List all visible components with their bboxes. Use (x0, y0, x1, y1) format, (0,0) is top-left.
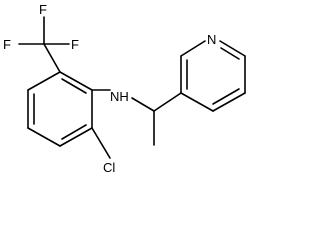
pyr-bond-5 (180, 40, 206, 57)
ring-bond-3 (59, 127, 93, 147)
bond-ch-pyridine (153, 92, 182, 112)
pyr-bond-4 (219, 40, 246, 57)
pyr-bond-2 (212, 92, 246, 112)
pyridine-ring (180, 40, 246, 112)
fluorine-top-label: F (39, 2, 47, 17)
pyr-double-3 (220, 47, 240, 60)
molecule-structure: F F F NH N Cl (3, 2, 246, 175)
ring-bond-1 (59, 71, 93, 91)
pyridine-nitrogen-label: N (207, 32, 216, 47)
chlorine-label: Cl (103, 160, 115, 175)
bond-ring-cl (91, 127, 111, 159)
ring-bond-6 (27, 71, 61, 91)
benzene-ring (27, 71, 93, 147)
pyr-bond-1 (180, 92, 214, 112)
bond-n-ch (131, 97, 155, 112)
bond-cf3-to-ring (43, 43, 61, 73)
trifluoromethyl-group (18, 16, 70, 73)
structure-diagram: F F F NH N Cl (3, 2, 246, 175)
ring-bond-4 (27, 127, 61, 147)
amine-label: NH (110, 89, 129, 104)
fluorine-right-label: F (71, 37, 79, 52)
pyr-double-2 (212, 88, 240, 105)
ring-double-1 (61, 78, 87, 94)
amine-linkage (91, 89, 182, 146)
ring-double-2 (61, 124, 87, 140)
fluorine-left-label: F (3, 37, 11, 52)
